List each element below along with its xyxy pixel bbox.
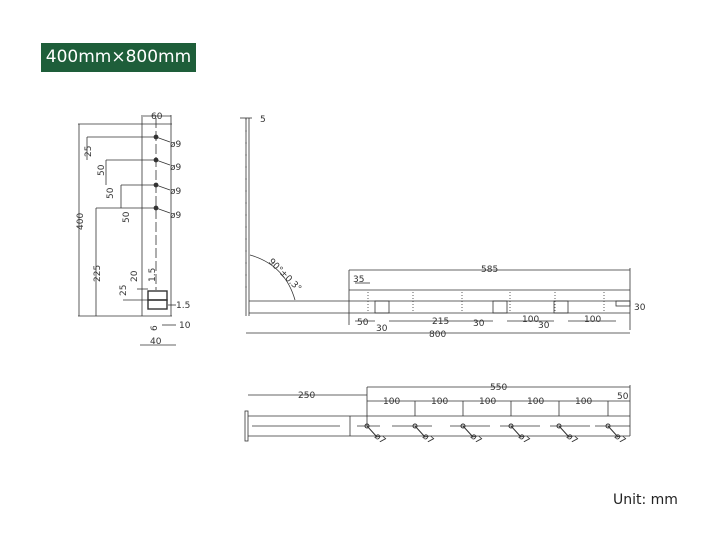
dim-35: 35	[353, 275, 364, 285]
dim-550: 550	[490, 383, 507, 393]
dim-20: 20	[130, 270, 140, 282]
front-view	[78, 115, 176, 346]
angle-label: 90°±0.3°	[266, 257, 303, 294]
size-badge: 400mm×800mm	[41, 43, 196, 72]
dim-40: 40	[150, 337, 162, 347]
dim-225: 225	[93, 265, 103, 282]
dim-100: 100	[522, 315, 539, 325]
dim-10: 10	[179, 321, 191, 331]
dim-250: 250	[298, 391, 315, 401]
top-view	[244, 385, 631, 442]
dim-25: 25	[84, 146, 94, 157]
dim-1-5-top: 1.5	[148, 268, 158, 282]
dim-30: 30	[376, 324, 388, 334]
dim-100: 100	[479, 397, 496, 407]
dim-100: 100	[431, 397, 448, 407]
dim-50: 50	[357, 318, 369, 328]
dim-100: 100	[383, 397, 400, 407]
dim-100: 100	[584, 315, 601, 325]
dim-50: 50	[97, 164, 107, 176]
dim-1-5: 1.5	[176, 301, 190, 311]
hole-label: ø7	[612, 432, 627, 447]
dim-50: 50	[122, 211, 132, 223]
dim-100: 100	[527, 397, 544, 407]
dim-5: 5	[260, 115, 266, 125]
hole-label: ø9	[170, 163, 182, 173]
unit-label: Unit: mm	[613, 492, 678, 508]
dim-30: 30	[473, 319, 485, 329]
dim-585: 585	[481, 265, 498, 275]
dim-6: 6	[150, 325, 160, 331]
dim-800: 800	[429, 330, 446, 340]
dim-100: 100	[575, 397, 592, 407]
dim-25b: 25	[119, 285, 129, 296]
dim-50: 50	[106, 187, 116, 199]
side-view	[240, 117, 631, 334]
dim-50: 50	[617, 392, 629, 402]
dim-30: 30	[538, 321, 550, 331]
dim-30-end: 30	[634, 303, 646, 313]
dim-60: 60	[151, 112, 163, 122]
dim-400: 400	[76, 213, 86, 230]
hole-label: ø9	[170, 211, 182, 221]
hole-label: ø9	[170, 187, 182, 197]
dim-215: 215	[432, 317, 449, 327]
hole-label: ø9	[170, 140, 182, 150]
